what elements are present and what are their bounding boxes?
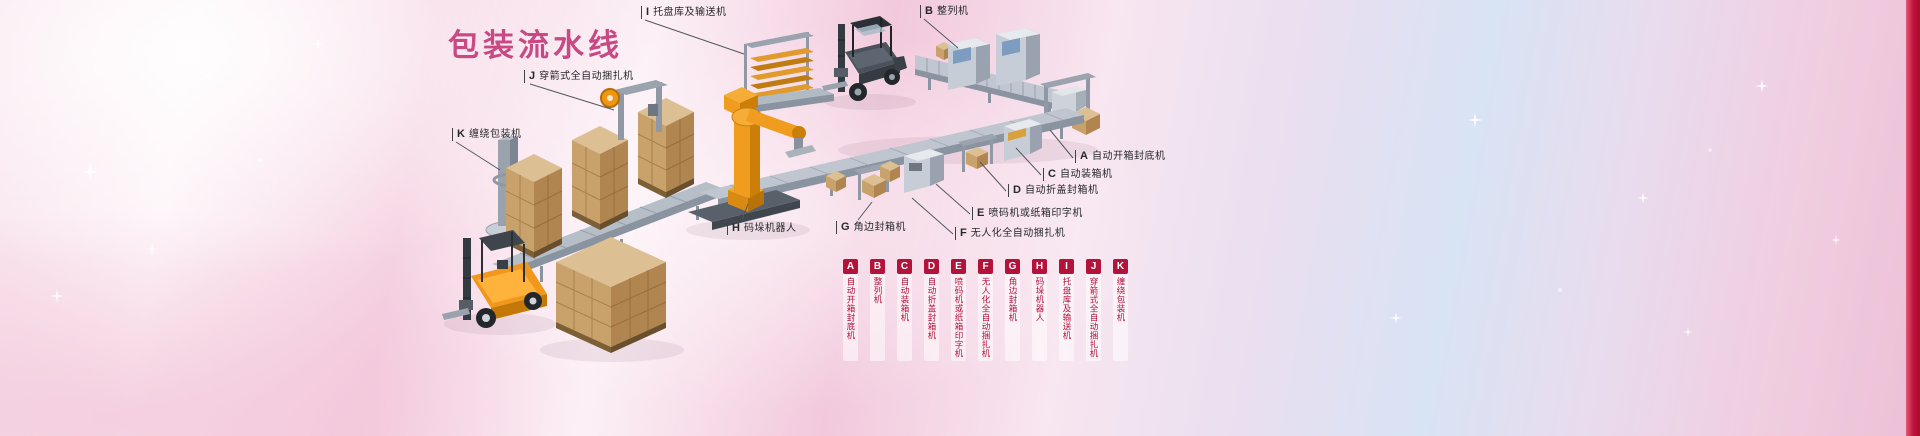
legend-tag: E [951,259,966,274]
legend-label: 整列机 [873,277,883,304]
callout-name: 托盘库及输送机 [653,7,727,18]
legend-item-k: K 缠绕包装机 [1113,259,1128,361]
legend-label: 自动开箱封底机 [846,277,856,340]
callout-tick [524,70,525,83]
legend-item-e: E 喷码机或纸箱印字机 [951,259,966,361]
aligner-machine-b [948,28,1040,90]
callout-name: 整列机 [936,6,969,17]
forklift-top [822,16,907,101]
pallet-magazine-i [736,32,834,113]
legend-tag: C [897,259,912,274]
callout-tick [452,128,453,141]
page-title: 包装流水线 [448,28,623,63]
callout-g: G 角边封箱机 [836,221,906,234]
callout-name: 缠绕包装机 [468,129,522,140]
legend-label: 自动装箱机 [900,277,910,322]
legend-item-j: J 穿箭式全自动捆扎机 [1086,259,1101,361]
callout-name: 穿箭式全自动捆扎机 [539,71,634,82]
legend-tag: J [1086,259,1101,274]
legend-label: 码垛机器人 [1035,277,1045,322]
callout-h: H 码垛机器人 [727,222,796,235]
legend-tag: G [1005,259,1020,274]
legend-tag: K [1113,259,1128,274]
legend-tag: I [1059,259,1074,274]
callout-letter: F [960,227,967,239]
floor-pallet-stack [555,237,667,353]
legend-tag: H [1032,259,1047,274]
callout-c: C 自动装箱机 [1043,168,1112,181]
callout-name: 自动装箱机 [1059,169,1113,180]
callout-letter: K [457,128,465,140]
forklift-left [442,230,547,328]
callout-tick [1043,168,1044,181]
callout-name: 角边封箱机 [853,222,907,233]
callout-letter: E [977,207,985,219]
legend-label: 托盘库及输送机 [1062,277,1072,340]
legend-item-i: I 托盘库及输送机 [1059,259,1074,361]
legend-item-c: C 自动装箱机 [897,259,912,361]
callout-letter: C [1048,168,1056,180]
legend-label: 角边封箱机 [1008,277,1018,322]
callout-name: 自动开箱封底机 [1091,151,1166,162]
legend-label: 缠绕包装机 [1116,277,1126,322]
upper-conveyor [915,42,1066,116]
callout-tick [727,222,728,235]
callout-tick [641,6,642,19]
equipment-legend: A 自动开箱封底机 B 整列机 C 自动装箱机 D 自动折盖封箱机 E 喷码机或… [843,259,1128,361]
callout-letter: I [646,6,650,18]
legend-item-b: B 整列机 [870,259,885,361]
legend-item-a: A 自动开箱封底机 [843,259,858,361]
printer-strapper-machine-ef [904,149,944,193]
callout-letter: H [732,222,740,234]
right-edge-accent-strip [1906,0,1920,436]
callout-name: 喷码机或纸箱印字机 [988,208,1083,219]
callout-tick [836,221,837,234]
callout-tick [1008,184,1009,197]
callout-f: F 无人化全自动捆扎机 [955,227,1065,240]
legend-label: 喷码机或纸箱印字机 [954,277,964,358]
callout-letter: G [841,221,850,233]
callout-i: I 托盘库及输送机 [641,6,727,19]
callout-j: J 穿箭式全自动捆扎机 [524,70,634,83]
conveyor-cartons [826,161,900,192]
legend-tag: A [843,259,858,274]
callout-letter: A [1080,150,1088,162]
callout-d: D 自动折盖封箱机 [1008,184,1098,197]
callout-letter: J [529,70,536,82]
callout-tick [955,227,956,240]
legend-tag: B [870,259,885,274]
callout-b: B 整列机 [920,5,968,18]
strapping-machine-j [600,80,668,140]
legend-label: 自动折盖封箱机 [927,277,937,340]
callout-letter: D [1013,184,1021,196]
callout-letter: B [925,5,933,17]
legend-label: 穿箭式全自动捆扎机 [1089,277,1099,358]
callout-name: 自动折盖封箱机 [1024,185,1099,196]
legend-item-d: D 自动折盖封箱机 [924,259,939,361]
callout-name: 码垛机器人 [743,223,797,234]
legend-label: 无人化全自动捆扎机 [981,277,991,358]
legend-tag: D [924,259,939,274]
callout-name: 无人化全自动捆扎机 [970,228,1066,239]
legend-tag: F [978,259,993,274]
legend-item-h: H 码垛机器人 [1032,259,1047,361]
callout-tick [1075,150,1076,163]
legend-item-f: F 无人化全自动捆扎机 [978,259,993,361]
callout-k: K 缠绕包装机 [452,128,521,141]
callout-a: A 自动开箱封底机 [1075,150,1165,163]
palletizer-robot-h [688,87,816,230]
callout-tick [972,207,973,220]
callout-e: E 喷码机或纸箱印字机 [972,207,1083,220]
legend-item-g: G 角边封箱机 [1005,259,1020,361]
callout-tick [920,5,921,18]
